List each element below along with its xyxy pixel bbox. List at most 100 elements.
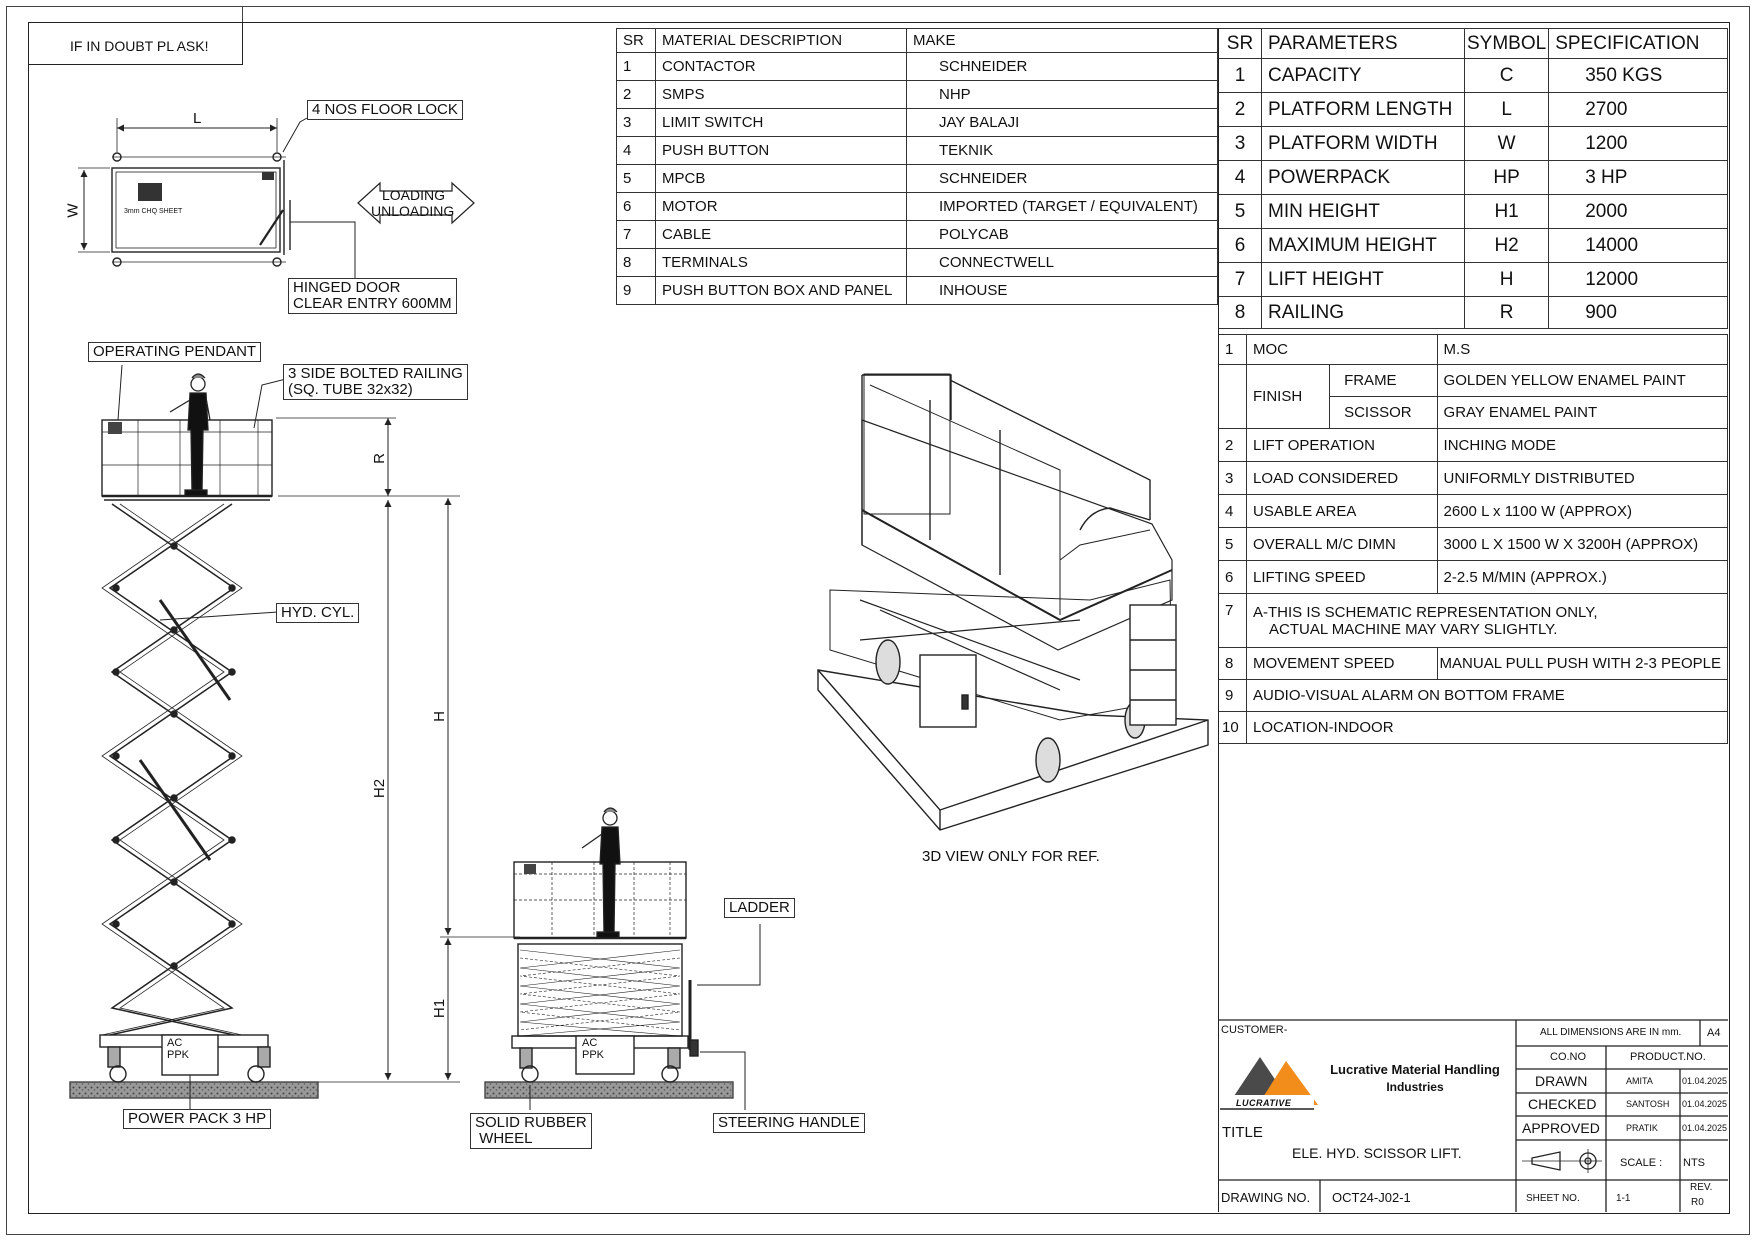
mat-sr: 5 bbox=[616, 164, 656, 193]
note-value: 3000 L X 1500 W X 3200H (APPROX) bbox=[1436, 527, 1729, 561]
note-sr: 9 bbox=[1218, 679, 1247, 712]
note-10: LOCATION-INDOOR bbox=[1246, 711, 1728, 744]
note-finish: FINISH bbox=[1245, 364, 1331, 429]
logo-wordmark: LUCRATIVE bbox=[1236, 1098, 1292, 1108]
param-spec: 12000 bbox=[1548, 262, 1728, 297]
param-sr: 7 bbox=[1218, 262, 1262, 297]
note-sr: 4 bbox=[1218, 494, 1247, 528]
dim-h2-label: H2 bbox=[371, 778, 389, 799]
mat-make: IMPORTED (TARGET / EQUIVALENT) bbox=[906, 192, 1218, 221]
param-sr: 2 bbox=[1218, 92, 1262, 127]
note-8: MOVEMENT SPEED bbox=[1246, 647, 1438, 680]
title-label: TITLE bbox=[1222, 1124, 1263, 1141]
param-symbol: H2 bbox=[1463, 228, 1550, 263]
note-label: OVERALL M/C DIMN bbox=[1246, 527, 1438, 561]
scale-value: NTS bbox=[1683, 1157, 1705, 1169]
param-name: LIFT HEIGHT bbox=[1261, 262, 1465, 297]
param-header-sr: SR bbox=[1218, 28, 1262, 59]
checked-date: 01.04.2025 bbox=[1682, 1099, 1728, 1109]
mat-header-make: MAKE bbox=[906, 28, 1218, 53]
param-sr: 5 bbox=[1218, 194, 1262, 229]
param-name: CAPACITY bbox=[1261, 58, 1465, 93]
param-symbol: C bbox=[1463, 58, 1550, 93]
note-moc: MOC bbox=[1246, 334, 1438, 365]
operating-pendant-label: OPERATING PENDANT bbox=[88, 342, 262, 362]
checked-by: SANTOSH bbox=[1626, 1099, 1670, 1109]
mat-make: POLYCAB bbox=[906, 220, 1218, 249]
note-box bbox=[28, 22, 243, 65]
note-sr-blank bbox=[1218, 364, 1247, 397]
customer-label: CUSTOMER- bbox=[1221, 1024, 1288, 1036]
front-ppk-label: PPK bbox=[582, 1049, 605, 1061]
mat-desc: LIMIT SWITCH bbox=[655, 108, 907, 137]
mat-desc: CONTACTOR bbox=[655, 52, 907, 81]
outer-border bbox=[6, 6, 1750, 1235]
solid-rubber-wheel-label: SOLID RUBBER WHEEL bbox=[470, 1113, 592, 1149]
hyd-cyl-label: HYD. CYL. bbox=[276, 603, 360, 623]
note-sr: 10 bbox=[1218, 711, 1247, 744]
note-value: 2-2.5 M/MIN (APPROX.) bbox=[1436, 560, 1729, 594]
param-header-spec: SPECIFICATION bbox=[1548, 28, 1728, 59]
note-box-tick bbox=[242, 6, 243, 22]
param-symbol: HP bbox=[1463, 160, 1550, 195]
note-frame: FRAME bbox=[1329, 364, 1438, 397]
hinged-door-line-2: CLEAR ENTRY 600MM bbox=[293, 295, 452, 312]
mat-sr: 6 bbox=[616, 192, 656, 221]
sheet-text: 3mm CHQ SHEET bbox=[124, 208, 183, 215]
dim-h-label: H bbox=[430, 711, 448, 722]
mat-make: SCHNEIDER bbox=[906, 52, 1218, 81]
rev-label: REV. bbox=[1690, 1182, 1713, 1193]
co-no-label: CO.NO bbox=[1550, 1051, 1587, 1063]
mat-desc: PUSH BUTTON bbox=[655, 136, 907, 165]
mat-desc: PUSH BUTTON BOX AND PANEL bbox=[655, 276, 907, 305]
side-ppk-label: PPK bbox=[167, 1049, 190, 1061]
mat-make: JAY BALAJI bbox=[906, 108, 1218, 137]
param-header-symbol: SYMBOL bbox=[1463, 28, 1550, 59]
param-header-name: PARAMETERS bbox=[1261, 28, 1465, 59]
note-8-val: MANUAL PULL PUSH WITH 2-3 PEOPLE bbox=[1436, 647, 1729, 680]
param-spec: 3 HP bbox=[1548, 160, 1728, 195]
railing-label: 3 SIDE BOLTED RAILING (SQ. TUBE 32x32) bbox=[283, 364, 468, 400]
mat-desc: CABLE bbox=[655, 220, 907, 249]
note-9: AUDIO-VISUAL ALARM ON BOTTOM FRAME bbox=[1246, 679, 1728, 712]
drawing-no: OCT24-J02-1 bbox=[1332, 1190, 1411, 1205]
param-spec: 14000 bbox=[1548, 228, 1728, 263]
front-ac-label: AC bbox=[582, 1037, 598, 1049]
param-spec: 1200 bbox=[1548, 126, 1728, 161]
approved-date: 01.04.2025 bbox=[1682, 1123, 1728, 1133]
drawing-title: ELE. HYD. SCISSOR LIFT. bbox=[1292, 1145, 1462, 1161]
mat-sr: 9 bbox=[616, 276, 656, 305]
param-symbol: H bbox=[1463, 262, 1550, 297]
mat-sr: 3 bbox=[616, 108, 656, 137]
param-sr: 4 bbox=[1218, 160, 1262, 195]
notes-table: 1 MOC M.S FINISH FRAME GOLDEN YELLOW ENA… bbox=[1218, 334, 1729, 744]
product-no-label: PRODUCT.NO. bbox=[1630, 1051, 1706, 1063]
mat-make: TEKNIK bbox=[906, 136, 1218, 165]
paper-size: A4 bbox=[1707, 1027, 1721, 1039]
note-sr: 3 bbox=[1218, 461, 1247, 495]
inner-border bbox=[28, 22, 1730, 1214]
note-sr-blank bbox=[1218, 396, 1247, 429]
side-ac-label: AC bbox=[167, 1037, 183, 1049]
scale-label: SCALE : bbox=[1620, 1157, 1663, 1169]
param-name: PLATFORM WIDTH bbox=[1261, 126, 1465, 161]
approved-label: APPROVED bbox=[1522, 1120, 1600, 1136]
note-scissor-val: GRAY ENAMEL PAINT bbox=[1436, 396, 1729, 429]
mat-make: INHOUSE bbox=[906, 276, 1218, 305]
right-panel-divider bbox=[1218, 28, 1219, 1212]
dim-h1-label: H1 bbox=[431, 998, 449, 1019]
sheet-no: 1-1 bbox=[1616, 1193, 1631, 1204]
param-sr: 8 bbox=[1218, 296, 1262, 329]
note-label: USABLE AREA bbox=[1246, 494, 1438, 528]
steering-handle-label: STEERING HANDLE bbox=[713, 1113, 865, 1133]
rubber-line-1: SOLID RUBBER bbox=[475, 1114, 587, 1131]
param-name: PLATFORM LENGTH bbox=[1261, 92, 1465, 127]
dim-w-label: W bbox=[64, 203, 82, 218]
rubber-line-2: WHEEL bbox=[475, 1130, 533, 1147]
note-sr: 8 bbox=[1218, 647, 1247, 680]
mat-sr: 4 bbox=[616, 136, 656, 165]
hinged-door-label: HINGED DOOR CLEAR ENTRY 600MM bbox=[288, 278, 457, 314]
drawn-by: AMITA bbox=[1626, 1076, 1653, 1086]
